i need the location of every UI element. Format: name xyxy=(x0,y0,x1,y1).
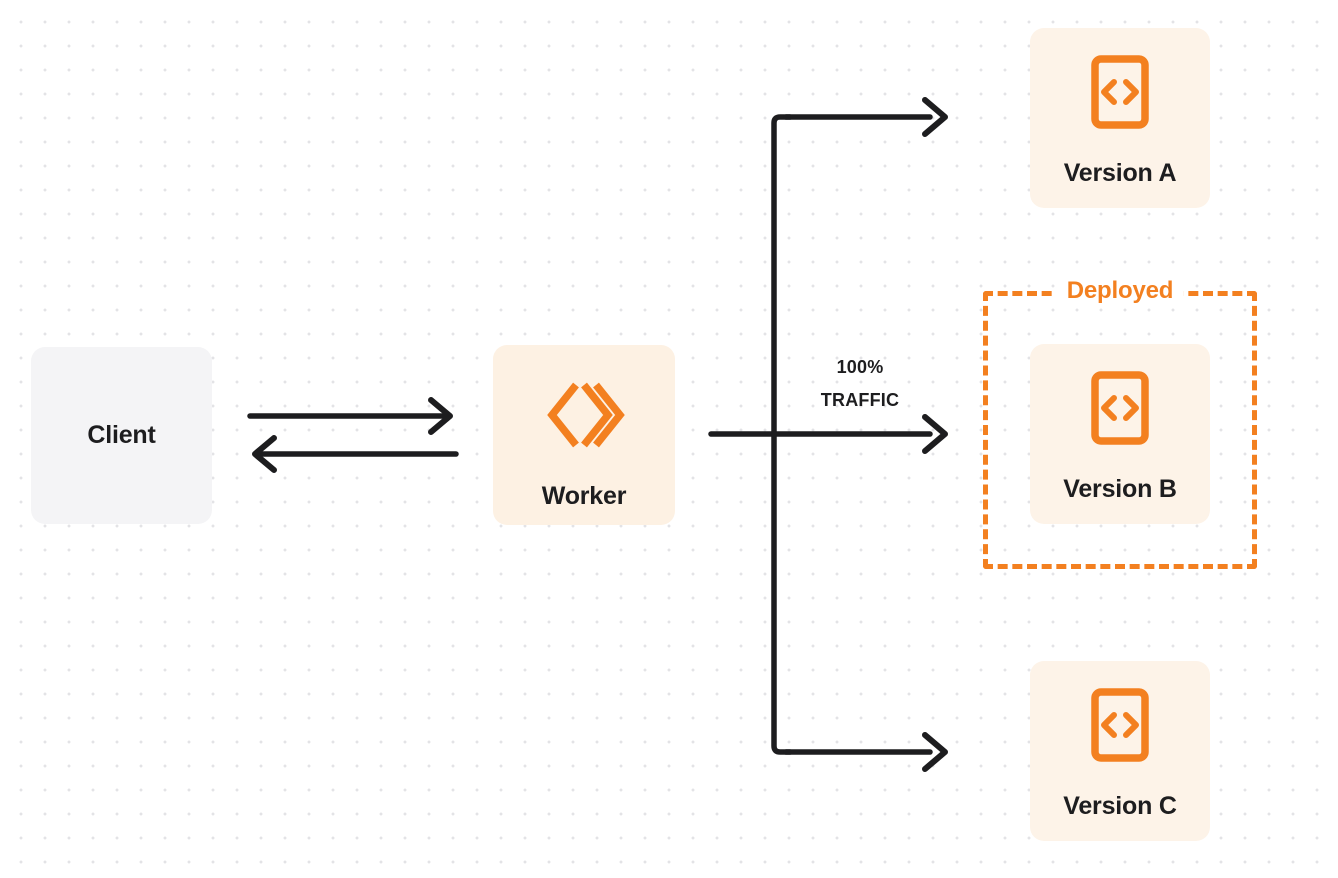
traffic-percentage-label: 100% TRAFFIC xyxy=(795,351,925,418)
edge-client-to-worker xyxy=(247,397,453,435)
node-client[interactable]: Client xyxy=(31,347,212,524)
node-version-b[interactable]: Version B xyxy=(1030,344,1210,524)
code-file-icon xyxy=(1090,370,1150,451)
group-deployed: Deployed xyxy=(983,279,1257,569)
cloudflare-workers-logo-icon xyxy=(542,373,626,462)
node-version-c[interactable]: Version C xyxy=(1030,661,1210,841)
version-c-label: Version C xyxy=(1063,792,1177,820)
node-worker[interactable]: Worker xyxy=(493,345,675,525)
edge-trunk-to-version-c xyxy=(783,732,948,772)
version-a-label: Version A xyxy=(1063,159,1177,187)
traffic-unit-text: TRAFFIC xyxy=(820,390,900,411)
node-version-a[interactable]: Version A xyxy=(1030,28,1210,208)
version-b-label: Version B xyxy=(1063,475,1177,503)
code-file-icon xyxy=(1090,687,1150,768)
deployed-group-label: Deployed xyxy=(1055,279,1185,303)
worker-label: Worker xyxy=(541,482,627,510)
client-label: Client xyxy=(87,421,156,449)
edge-worker-trunk xyxy=(708,414,948,454)
code-file-icon xyxy=(1090,54,1150,135)
edge-distribution-spine xyxy=(771,114,793,755)
traffic-percent-value: 100% xyxy=(836,357,884,377)
edge-worker-to-client xyxy=(252,435,459,473)
edge-trunk-to-version-a xyxy=(783,97,948,137)
